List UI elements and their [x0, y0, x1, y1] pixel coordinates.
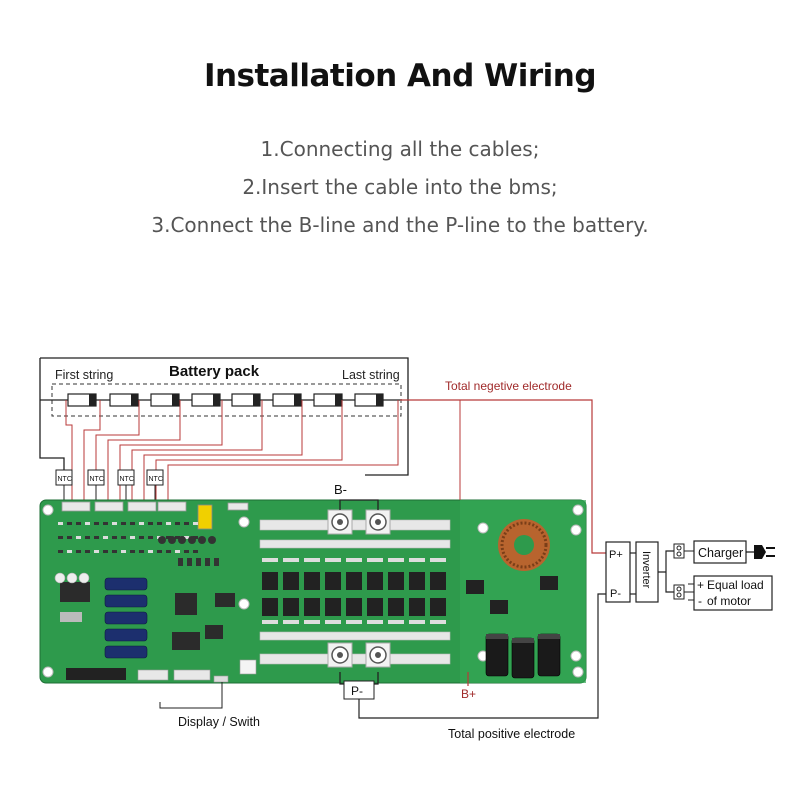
inverter-box: Inverter	[635, 541, 659, 603]
bolt-terminal	[365, 509, 391, 535]
bms-board	[39, 499, 587, 684]
charger-label: Charger	[698, 546, 743, 560]
battery-cell	[109, 393, 139, 407]
battery-cell	[191, 393, 221, 407]
b-minus-connection: B-	[334, 482, 379, 510]
b-minus-label: B-	[334, 482, 347, 497]
ntc-sensor: NTC	[117, 469, 135, 502]
bolt-terminal	[365, 642, 391, 668]
load-plus-sign: +	[697, 578, 704, 592]
battery-cells	[67, 393, 384, 407]
total-negative-wire: Total negetive electrode	[400, 379, 608, 554]
battery-pack: First string Battery pack Last string	[39, 357, 409, 476]
last-string-label: Last string	[342, 368, 400, 382]
charger-box: Charger	[693, 540, 747, 564]
ntc-label: NTC	[120, 476, 134, 483]
output-terminal-box: P+ P-	[605, 541, 631, 603]
first-string-label: First string	[55, 368, 113, 382]
ntc-label: NTC	[149, 476, 163, 483]
bolt-terminal	[327, 642, 353, 668]
ntc-sensors: NTC NTC NTC NTC	[55, 469, 164, 502]
sampling-wire	[131, 400, 263, 502]
mosfet	[388, 572, 404, 590]
mosfet	[430, 572, 446, 590]
load-label-line1: Equal load	[707, 578, 764, 592]
mosfet	[346, 598, 362, 616]
inverter-label: Inverter	[640, 551, 652, 589]
sampling-wire	[143, 400, 303, 502]
mosfet	[409, 598, 425, 616]
load-connector	[673, 584, 685, 600]
sampling-wire	[83, 400, 101, 502]
battery-cell	[231, 393, 261, 407]
battery-cell	[272, 393, 302, 407]
toroid-inductor	[498, 519, 550, 571]
sampling-wire	[155, 400, 343, 502]
mosfet	[430, 598, 446, 616]
sampling-wires	[65, 400, 399, 502]
p-minus-terminal-label: P-	[610, 588, 621, 600]
battery-cell	[150, 393, 180, 407]
ntc-sensor: NTC	[55, 469, 73, 502]
ntc-sensor: NTC	[146, 469, 164, 502]
ntc-sensor: NTC	[87, 469, 105, 502]
ntc-label: NTC	[90, 476, 104, 483]
instruction-step-3: 3.Connect the B-line and the P-line to t…	[151, 213, 649, 237]
load-minus-sign: -	[698, 594, 702, 608]
display-switch-connection: Display / Swith	[159, 682, 260, 729]
mosfet	[409, 572, 425, 590]
total-negative-label: Total negetive electrode	[445, 379, 572, 393]
sampling-wire	[119, 400, 223, 502]
battery-cell	[354, 393, 384, 407]
charger-connector	[673, 543, 685, 559]
load-label-line2: of motor	[707, 594, 751, 608]
instruction-step-2: 2.Insert the cable into the bms;	[242, 175, 558, 199]
instruction-step-1: 1.Connecting all the cables;	[260, 137, 540, 161]
mosfet	[283, 572, 299, 590]
mosfet	[304, 572, 320, 590]
sampling-wire	[167, 400, 399, 502]
ntc-label: NTC	[58, 476, 72, 483]
p-plus-terminal-label: P+	[609, 549, 623, 561]
mosfet	[262, 598, 278, 616]
b-plus-connection: B+	[461, 672, 476, 701]
page-title: Installation And Wiring	[203, 58, 597, 94]
mosfet	[388, 598, 404, 616]
mosfet	[304, 598, 320, 616]
plug-icon	[746, 545, 775, 559]
sampling-wire	[65, 400, 73, 502]
mosfet	[325, 572, 341, 590]
total-positive-label: Total positive electrode	[448, 727, 575, 741]
battery-cell	[67, 393, 97, 407]
sampling-wire	[95, 400, 140, 502]
electrolytic-capacitors	[485, 633, 561, 679]
battery-cell	[313, 393, 343, 407]
p-minus-label: P-	[351, 684, 363, 698]
mosfet	[367, 598, 383, 616]
sampling-wire	[107, 400, 181, 502]
mosfet	[283, 598, 299, 616]
mosfet	[367, 572, 383, 590]
battery-pack-label: Battery pack	[169, 363, 260, 380]
display-switch-label: Display / Swith	[178, 715, 260, 729]
bolt-terminal	[327, 509, 353, 535]
b-plus-label: B+	[461, 687, 476, 701]
load-box: + Equal load - of motor	[693, 575, 773, 611]
mosfet	[262, 572, 278, 590]
mosfet	[346, 572, 362, 590]
p-minus-connection: P-	[339, 593, 608, 719]
mosfet	[325, 598, 341, 616]
